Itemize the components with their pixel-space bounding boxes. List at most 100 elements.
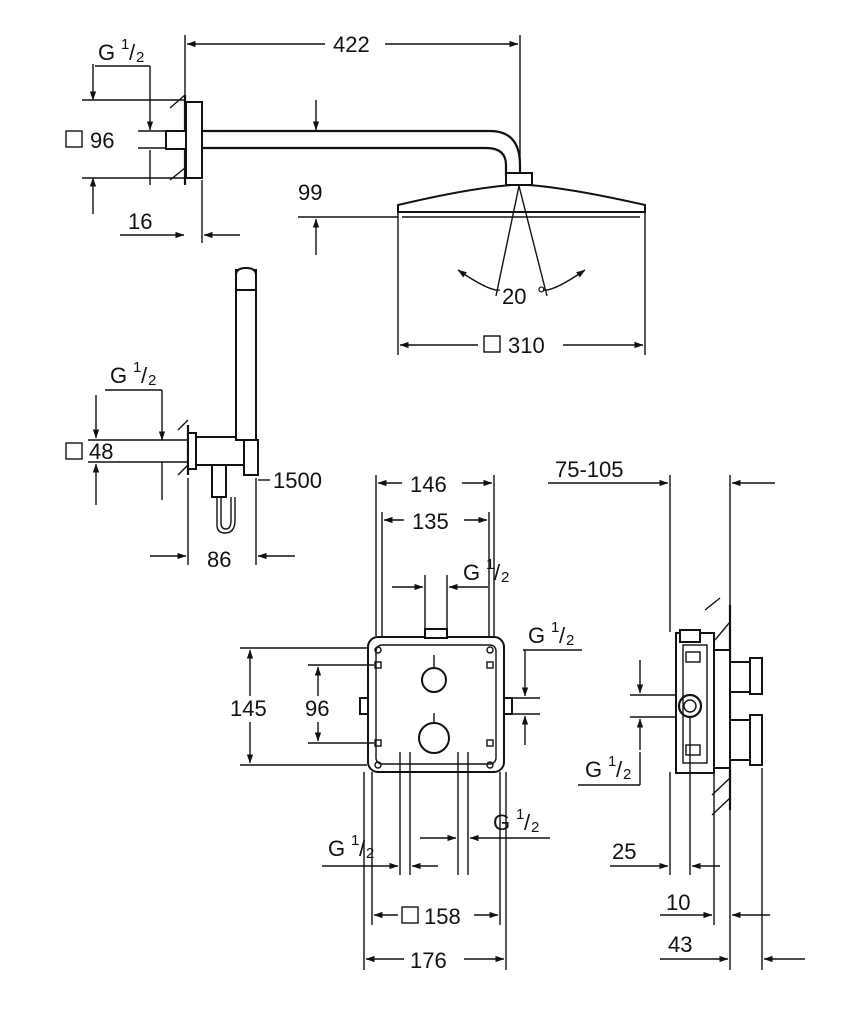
wall-plate-size: 96	[90, 128, 114, 153]
shower-arm	[202, 129, 522, 176]
fraction-slash: /	[129, 40, 136, 65]
bracket-body	[195, 436, 245, 466]
label-mask	[404, 507, 464, 531]
upper-cartridge	[729, 661, 751, 693]
wall-connector	[165, 130, 187, 150]
spray-angle: 20	[502, 284, 526, 309]
fraction-denominator: 2	[623, 766, 631, 783]
head-connector	[505, 172, 533, 186]
connection-label: G	[463, 560, 480, 585]
connection-label: G	[493, 810, 510, 835]
box-height: 145	[230, 696, 267, 721]
connection-label: G	[528, 623, 545, 648]
overhead-shower-view: 20 ° 422 G 1 / 2 96 16 99	[65, 32, 646, 358]
hose	[216, 497, 236, 534]
hand-shower-view: G 1 / 2 48 1500 86	[65, 266, 322, 572]
total-width: 176	[410, 948, 447, 973]
fraction-slash: /	[494, 560, 501, 585]
lower-cartridge-cap	[749, 714, 763, 766]
fraction-slash: /	[559, 623, 566, 648]
fraction-numerator: 1	[516, 806, 524, 823]
fraction-numerator: 1	[121, 36, 129, 53]
box-inner	[375, 644, 497, 765]
offset-dimension: 16	[128, 209, 152, 234]
fraction-numerator: 1	[486, 556, 494, 573]
wall-hatch	[177, 464, 189, 476]
label-mask	[300, 696, 338, 722]
side-connector-inner	[683, 699, 697, 713]
mounting-hole	[374, 646, 382, 654]
spray-line-left	[495, 185, 520, 297]
square-symbol	[483, 335, 501, 353]
hose-length: 1500	[273, 468, 322, 493]
label-mask	[226, 696, 276, 722]
hose	[220, 497, 232, 530]
side-dimension-25: 25	[612, 839, 636, 864]
label-mask	[325, 34, 385, 56]
fraction-numerator: 1	[351, 832, 359, 849]
fraction-denominator: 2	[366, 845, 374, 862]
lower-cartridge	[729, 719, 751, 761]
connection-label: G	[110, 363, 127, 388]
connection-label: G	[328, 836, 345, 861]
fraction-numerator: 1	[551, 619, 559, 636]
fraction-denominator: 2	[136, 49, 144, 66]
spacer	[685, 651, 701, 663]
label-mask	[404, 946, 464, 972]
mounting-hole	[374, 761, 382, 769]
top-outlet	[424, 628, 448, 639]
hole-spacing: 96	[305, 696, 329, 721]
upper-cartridge-cap	[749, 657, 763, 695]
square-symbol	[401, 906, 419, 924]
box-side-inner	[682, 644, 708, 764]
wall-plate	[185, 101, 203, 179]
wall-hatch	[711, 797, 731, 816]
depth-range: 75-105	[555, 457, 624, 482]
bracket-size: 48	[89, 439, 113, 464]
mounting-frame	[713, 649, 731, 769]
outer-width: 146	[410, 472, 447, 497]
fraction-denominator: 2	[501, 569, 509, 586]
fraction-denominator: 2	[566, 632, 574, 649]
width-dimension: 422	[333, 32, 370, 57]
wall-hatch	[177, 419, 189, 431]
concealed-box-side-view: 75-105 G 1 / 2 25 10 43	[548, 457, 805, 970]
mounting-hole	[374, 739, 382, 747]
wall-hatch	[169, 94, 186, 109]
spray-line-right	[518, 185, 548, 297]
fraction-numerator: 1	[133, 359, 141, 376]
top-outlet	[679, 629, 701, 643]
fraction-slash: /	[141, 363, 148, 388]
connection-label: G	[98, 40, 115, 65]
inner-width: 135	[412, 509, 449, 534]
wall-hatch	[711, 777, 731, 796]
hose-connector	[243, 439, 259, 476]
side-outlet	[359, 697, 369, 715]
height-dimension: 99	[298, 180, 322, 205]
angle-arc	[457, 269, 501, 291]
shower-arm-lower	[202, 146, 508, 176]
angle-arc	[542, 269, 586, 291]
mounting-hole	[486, 661, 494, 669]
fraction-slash: /	[616, 757, 623, 782]
bottom-valve	[418, 722, 450, 754]
fraction-slash: /	[524, 810, 531, 835]
bracket-plate	[187, 432, 197, 470]
wall-hatch	[714, 621, 731, 641]
fraction-denominator: 2	[148, 372, 156, 389]
spacer	[685, 744, 701, 756]
side-dimension-43: 43	[668, 932, 692, 957]
concealed-box-front-view: 146 135 G 1 / 2 G 1 / 2 145	[226, 470, 582, 973]
label-mask	[402, 470, 462, 494]
hand-shower-head	[235, 266, 257, 291]
mounting-hole	[486, 646, 494, 654]
hand-shower-handle	[235, 269, 257, 441]
angle-unit: °	[537, 282, 546, 307]
connection-label: G	[585, 757, 602, 782]
mounting-hole	[374, 661, 382, 669]
fraction-denominator: 2	[531, 819, 539, 836]
side-outlet	[503, 697, 513, 715]
depth-dimension: 86	[207, 547, 231, 572]
top-valve	[421, 667, 447, 693]
